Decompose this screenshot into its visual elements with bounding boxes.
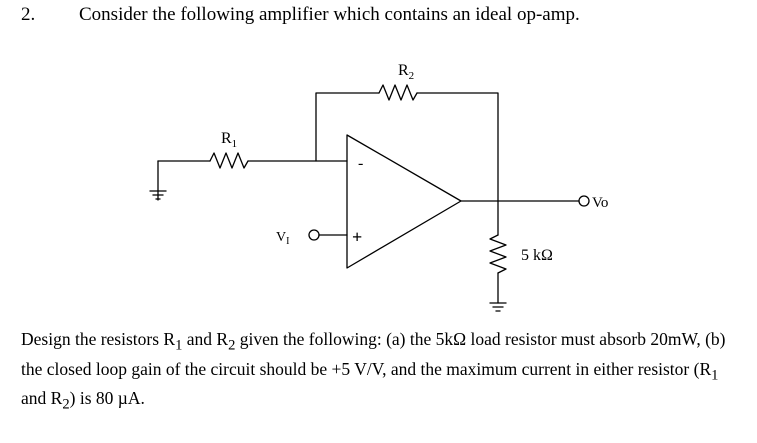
- label-load: 5 kΩ: [521, 247, 553, 264]
- problem-statement: Design the resistors R1 and R2 given the…: [21, 329, 726, 413]
- noninverting-input-sign: +: [352, 227, 362, 247]
- label-vo: Vo: [592, 195, 608, 211]
- input-terminal-vi: [308, 229, 320, 241]
- question-title: Consider the following amplifier which c…: [79, 4, 580, 25]
- resistor-r2: [378, 84, 418, 101]
- inverting-input-sign: -: [358, 155, 363, 172]
- amplifier-circuit-diagram: R1 R2 - + Vo VI 5 kΩ: [149, 62, 608, 312]
- resistor-r1: [209, 152, 249, 169]
- label-vi: VI: [276, 230, 289, 247]
- resistor-load: [489, 234, 507, 274]
- wire-feedback-left: [315, 92, 380, 162]
- op-amp-triangle: [346, 134, 462, 269]
- label-r2: R2: [398, 62, 414, 82]
- ground-symbol-left: [149, 160, 167, 201]
- label-r1: R1: [221, 130, 237, 150]
- question-number: 2.: [21, 4, 36, 25]
- wire-feedback-right: [416, 92, 499, 202]
- output-terminal: [578, 195, 590, 207]
- ground-symbol-load: [489, 302, 507, 312]
